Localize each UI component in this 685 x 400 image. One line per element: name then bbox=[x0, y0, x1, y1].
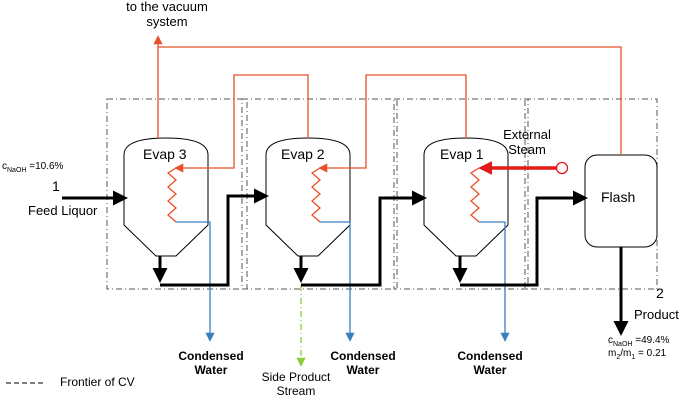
heating-coils bbox=[166, 167, 480, 223]
condensate-evap1 bbox=[479, 221, 510, 342]
cv-boundary-evap2 bbox=[241, 98, 398, 290]
external-steam-line bbox=[478, 161, 569, 175]
product-conc-value: =49.4% bbox=[632, 335, 670, 346]
liquor-evap2-to-evap1 bbox=[301, 190, 427, 287]
condensate-evap3 bbox=[176, 221, 215, 342]
feed-label: Feed Liquor bbox=[28, 203, 98, 218]
vacuum-label-line2: system bbox=[146, 13, 188, 29]
vacuum-label-line1: to the vacuum bbox=[126, 0, 208, 14]
ratio-slash: /m bbox=[620, 348, 632, 359]
condensed-water-3: Condensed Water bbox=[452, 349, 528, 378]
vapor-lines bbox=[153, 35, 622, 173]
condensed-water-3-line2: Water bbox=[473, 362, 507, 377]
product-concentration: cNaOH =49.4% bbox=[608, 335, 669, 349]
condensed-water-2-line1: Condensed bbox=[330, 349, 396, 363]
condensed-water-2: Condensed Water bbox=[325, 349, 401, 378]
vacuum-label: to the vacuum system bbox=[108, 0, 226, 30]
external-steam-label: External Steam bbox=[488, 127, 566, 158]
mass-ratio: m2/m1 = 0.21 bbox=[608, 348, 666, 362]
steam-source-icon bbox=[555, 161, 569, 175]
feed-concentration: cNaOH =10.6% bbox=[2, 161, 63, 175]
condensed-water-3-line1: Condensed bbox=[457, 349, 523, 363]
condensate-lines bbox=[176, 221, 510, 342]
evap1-label: Evap 1 bbox=[440, 146, 484, 162]
liquor-evap1-to-flash bbox=[460, 190, 588, 287]
feed-conc-value: =10.6% bbox=[26, 161, 64, 172]
product-conc-prefix: c bbox=[608, 335, 613, 346]
liquor-lines bbox=[62, 188, 629, 336]
vapor-flash-to-vacuum bbox=[153, 35, 622, 155]
ratio-m1-sub: 1 bbox=[631, 354, 636, 361]
vapor-evap2-to-evap3 bbox=[174, 74, 309, 173]
feed-number: 1 bbox=[52, 178, 60, 194]
condensate-evap2 bbox=[320, 221, 355, 342]
side-product-label: Side Product Stream bbox=[246, 370, 346, 399]
product-conc-sub: NaOH bbox=[613, 341, 633, 348]
evap2-label: Evap 2 bbox=[281, 146, 325, 162]
feed-conc-prefix: c bbox=[2, 161, 7, 172]
ratio-m2-sub: 2 bbox=[616, 354, 621, 361]
legend-frontier-label: Frontier of CV bbox=[60, 375, 135, 389]
condensed-water-1: Condensed Water bbox=[173, 349, 249, 378]
side-product-line2: Stream bbox=[276, 383, 316, 398]
flash-label: Flash bbox=[601, 189, 636, 205]
evap3-coil bbox=[166, 167, 177, 223]
side-product-line1: Side Product bbox=[261, 370, 331, 384]
feed-conc-sub: NaOH bbox=[7, 167, 27, 174]
external-steam-line1: External bbox=[503, 127, 551, 142]
evap2-coil bbox=[310, 167, 321, 223]
product-number: 2 bbox=[656, 285, 664, 301]
condensed-water-1-line2: Water bbox=[194, 362, 228, 377]
product-label: Product bbox=[634, 307, 679, 322]
cv-boundary-evap3 bbox=[106, 98, 248, 290]
vapor-evap1-to-evap2 bbox=[318, 74, 467, 173]
ratio-value: = 0.21 bbox=[635, 348, 667, 359]
external-steam-line2: Steam bbox=[508, 141, 546, 157]
condensed-water-2-line2: Water bbox=[346, 362, 380, 377]
condensed-water-1-line1: Condensed bbox=[178, 349, 244, 363]
ratio-m: m bbox=[608, 348, 617, 359]
evap3-label: Evap 3 bbox=[143, 146, 187, 162]
cv-boundary-evap1 bbox=[393, 98, 529, 290]
evap1-coil bbox=[469, 167, 480, 223]
